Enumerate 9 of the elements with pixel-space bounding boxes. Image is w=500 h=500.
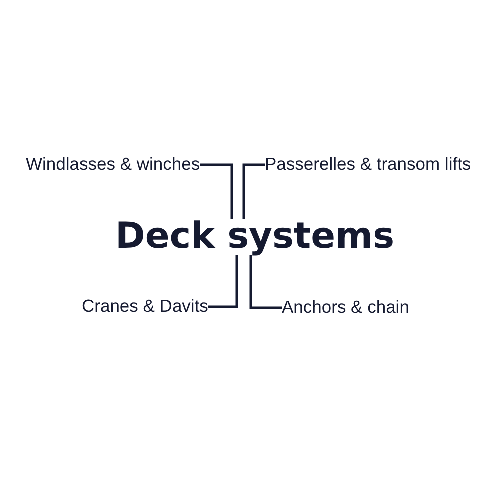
branch-label: Windlasses & winches: [26, 156, 200, 174]
branch-label: Cranes & Davits: [82, 298, 208, 316]
branch-label: Passerelles & transom lifts: [265, 156, 472, 174]
title-text: Deck systems: [116, 219, 394, 255]
connector-line: [200, 164, 234, 219]
connector-line: [250, 255, 282, 310]
connector-line: [242, 164, 265, 219]
branch-label: Anchors & chain: [282, 299, 410, 316]
connector-line: [208, 255, 238, 308]
